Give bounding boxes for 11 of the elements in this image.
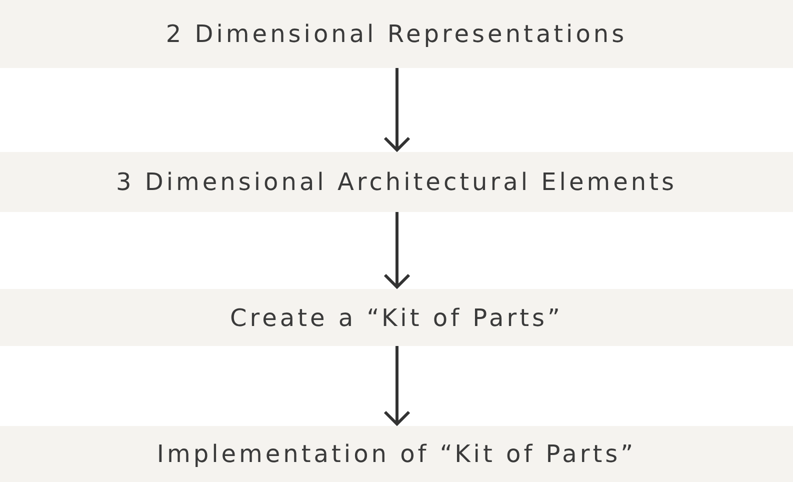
process-box [0,152,793,212]
arrow [384,346,410,426]
process-box [0,0,793,68]
process-box [0,289,793,346]
arrow [384,212,410,288]
process-box [0,426,793,482]
box-label: 2 Dimensional Representations [166,20,628,48]
box-label: Implementation of “Kit of Parts” [156,440,636,468]
box-label: Create a “Kit of Parts” [230,304,563,332]
arrow [384,68,410,152]
box-label: 3 Dimensional Architectural Elements [116,168,678,196]
